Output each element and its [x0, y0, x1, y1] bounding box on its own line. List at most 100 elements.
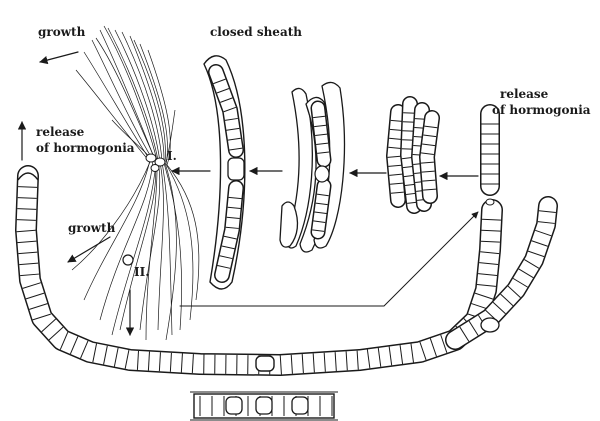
- main-filament-crosswall: [41, 318, 57, 333]
- main-filament-crosswall: [22, 282, 41, 289]
- label-roman-one: I.: [167, 149, 177, 163]
- main-filament-crosswall: [366, 349, 371, 369]
- main-filament-crosswall: [169, 352, 172, 372]
- label-release-left-2: of hormogonia: [36, 141, 135, 155]
- main-filament-crosswall: [158, 352, 161, 372]
- mid-trichome-lower-crosswall: [316, 193, 329, 197]
- sheath-lower-trichome-crosswall: [225, 226, 239, 229]
- sheath-upper-trichome-crosswall: [224, 117, 238, 121]
- sheath-lower-trichome-crosswall: [227, 206, 241, 210]
- sheath-lower-trichome-crosswall: [223, 235, 237, 240]
- sheath-upper-trichome-crosswall: [216, 88, 230, 94]
- mid-trichome-upper-body: [312, 102, 330, 166]
- branch-filament-crosswall: [500, 293, 514, 307]
- sheath-lower-trichome-crosswall: [228, 196, 242, 200]
- main-filament-crosswall: [103, 345, 108, 365]
- cluster-hormogonium-1-crosswall: [387, 155, 401, 158]
- main-filament-crosswall: [16, 219, 36, 221]
- main-filament-crosswall: [17, 197, 37, 199]
- main-filament-crosswall: [334, 352, 337, 372]
- main-filament-cap: [17, 172, 39, 181]
- sheath-lower-trichome-crosswall: [217, 265, 231, 269]
- cluster-hormogonium-1-crosswall: [390, 191, 404, 194]
- cluster-hormogonium-4-crosswall: [422, 179, 436, 182]
- main-filament-crosswall: [69, 336, 79, 355]
- mid-sheath-4: [279, 201, 299, 248]
- main-filament-crosswall: [480, 240, 500, 243]
- cluster-hormogonium-4-crosswall: [422, 188, 437, 191]
- strip-cell-3: [291, 396, 309, 415]
- main-filament-crosswall: [59, 331, 69, 350]
- label-closed-sheath: closed sheath: [210, 25, 302, 39]
- sheath-lower-trichome-crosswall: [226, 216, 240, 219]
- main-filament-crosswall: [18, 186, 38, 188]
- right-filament-top: [480, 104, 500, 206]
- main-filament-crosswall: [419, 341, 427, 361]
- cluster-hormogonium-1-crosswall: [389, 137, 403, 140]
- separation-disc: [485, 198, 495, 206]
- main-filament: [15, 165, 558, 376]
- cluster-hormogonium-4-crosswall: [420, 161, 434, 164]
- sheath-upper-trichome-crosswall: [220, 97, 233, 103]
- main-filament-crosswall: [48, 326, 64, 341]
- cluster-hormogonium-1-body: [387, 105, 405, 207]
- main-filament-crosswall: [92, 343, 98, 363]
- main-filament-crosswall: [279, 355, 282, 375]
- overlapping-sheaths-middle: [279, 81, 346, 253]
- main-filament-crosswall: [345, 351, 348, 371]
- main-filament-crosswall: [377, 347, 382, 367]
- main-filament-crosswall: [479, 262, 499, 266]
- branch-filament-crosswall: [537, 221, 555, 224]
- main-filament-crosswall: [474, 292, 494, 300]
- main-filament-crosswall: [147, 351, 150, 371]
- sheath-upper-trichome-crosswall: [227, 137, 241, 141]
- cluster-hormogonium-4-body: [420, 111, 439, 203]
- junction-cell-two: [122, 254, 134, 266]
- hormogonia-cluster: [386, 96, 440, 214]
- cluster-hormogonium-1-crosswall: [389, 182, 404, 185]
- main-filament-crosswall: [124, 349, 130, 369]
- main-filament-crosswall: [440, 334, 448, 353]
- main-filament-crosswall: [32, 313, 51, 321]
- main-filament-crosswall: [17, 208, 37, 210]
- mid-trichome-upper-crosswall: [317, 151, 330, 154]
- mid-trichome-upper-crosswall: [314, 124, 327, 128]
- branch-filament-crosswall: [468, 320, 479, 336]
- closed-sheath-hormogonium: [203, 55, 246, 290]
- main-filament-crosswall: [482, 218, 502, 221]
- sheath-upper-trichome-crosswall: [226, 127, 240, 131]
- mid-trichome-lower-crosswall: [312, 229, 325, 232]
- mid-trichome-upper-crosswall: [316, 142, 329, 145]
- heterocyst-cell: [255, 355, 275, 372]
- main-filament-crosswall: [478, 273, 498, 276]
- filament-bundle: [71, 25, 200, 341]
- strip-cell-1: [225, 396, 243, 415]
- branch-filament-crosswall: [535, 229, 552, 237]
- main-filament-crosswall: [290, 354, 293, 374]
- cluster-hormogonium-2-body: [401, 97, 421, 213]
- branch-filament-crosswall: [518, 268, 534, 279]
- branch-filament-crosswall: [492, 301, 506, 315]
- branch-heterocyst: [480, 317, 500, 333]
- cluster-hormogonium-4-crosswall: [423, 134, 437, 138]
- main-filament-crosswall: [16, 229, 36, 233]
- growth-arrow-top: [39, 51, 79, 65]
- main-filament-crosswall: [480, 251, 500, 255]
- branch-filament-crosswall: [512, 277, 528, 288]
- main-filament-crosswall: [301, 354, 304, 374]
- label-release-left-1: release: [36, 125, 85, 139]
- main-filament-crosswall: [80, 340, 89, 359]
- branch-filament-crosswall: [538, 210, 556, 213]
- sheath-upper-trichome-crosswall: [229, 147, 243, 151]
- pointer-arrow: [179, 211, 479, 307]
- main-filament-crosswall: [191, 354, 194, 374]
- sheath-upper-trichome-crosswall: [223, 106, 237, 113]
- main-filament-crosswall: [25, 292, 45, 300]
- main-filament-crosswall: [29, 303, 48, 310]
- mid-trichome-lower-crosswall: [315, 202, 328, 206]
- main-filament-crosswall: [18, 251, 38, 255]
- mid-trichome-lower-crosswall: [313, 220, 326, 223]
- strip-cell-2: [255, 396, 273, 415]
- branch-filament-crosswall: [459, 326, 470, 342]
- main-filament-crosswall: [20, 273, 40, 277]
